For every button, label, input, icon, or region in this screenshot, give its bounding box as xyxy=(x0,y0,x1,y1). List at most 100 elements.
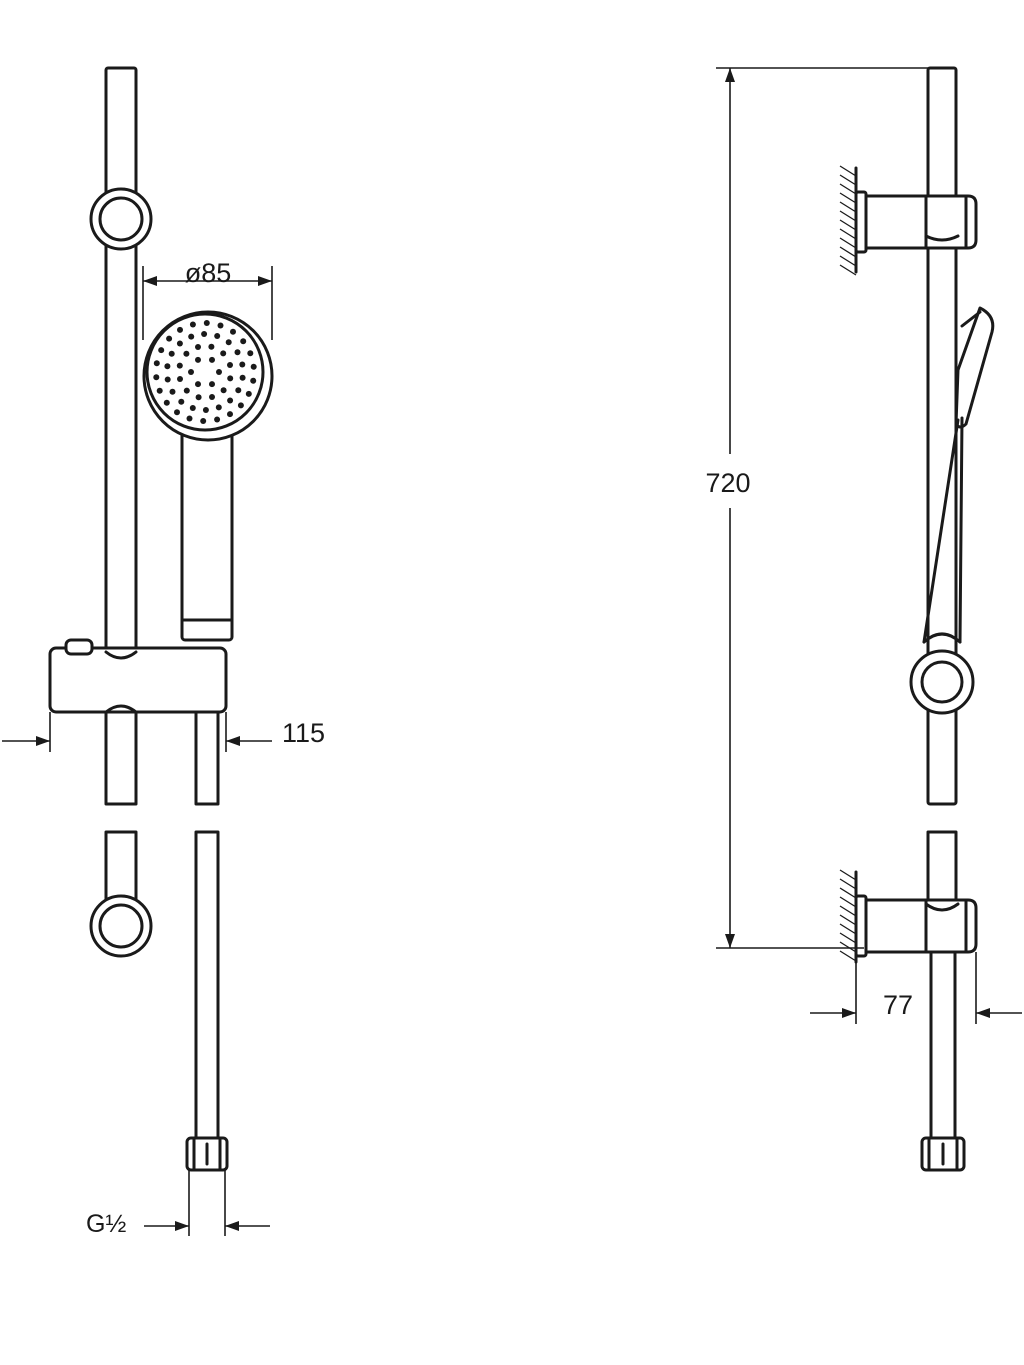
hatch-line xyxy=(839,192,857,204)
spray-nozzle xyxy=(200,418,207,424)
spray-nozzle xyxy=(245,390,252,397)
hatch-line xyxy=(839,201,857,213)
hatch-line xyxy=(839,941,857,953)
hatch-line xyxy=(839,165,857,177)
spray-nozzle xyxy=(237,402,244,409)
spray-nozzle xyxy=(168,350,175,357)
spray-nozzle xyxy=(208,343,215,350)
spray-nozzle xyxy=(239,361,246,368)
spray-nozzle xyxy=(195,356,201,363)
spray-nozzle xyxy=(163,399,170,406)
hatch-line xyxy=(839,896,857,908)
hatch-line xyxy=(839,219,857,231)
spray-nozzle xyxy=(250,377,257,384)
spray-nozzle xyxy=(188,333,195,340)
upper-wall-bracket xyxy=(854,190,978,254)
front-view: ø85 115 G½ xyxy=(2,66,325,1238)
spray-nozzle xyxy=(215,404,222,411)
hatch-line xyxy=(839,923,857,935)
spray-nozzle xyxy=(209,356,215,363)
slider-release-button xyxy=(64,638,94,656)
spray-nozzle xyxy=(203,320,210,326)
spray-nozzle xyxy=(164,376,171,383)
spray-nozzle xyxy=(239,374,246,381)
spray-nozzle xyxy=(220,387,227,394)
spray-nozzle xyxy=(227,397,234,404)
hatch-line xyxy=(839,887,857,899)
front-rail-lower xyxy=(104,710,138,806)
spray-nozzle xyxy=(174,409,180,416)
spray-nozzles xyxy=(153,320,257,424)
front-top-ring xyxy=(89,187,153,251)
spray-nozzle xyxy=(227,375,234,382)
spray-nozzle xyxy=(183,387,190,394)
dimension-thread: G½ xyxy=(86,1170,270,1238)
spray-nozzle xyxy=(188,369,194,375)
spray-nozzle xyxy=(247,350,254,357)
dimension-wall-projection: 77 xyxy=(810,952,1022,1024)
hatch-line xyxy=(839,914,857,926)
dimension-rail-height-label: 720 xyxy=(705,468,750,498)
hatch-line xyxy=(839,228,857,240)
spray-nozzle xyxy=(214,333,221,339)
spray-nozzle xyxy=(227,411,233,418)
spray-nozzle xyxy=(209,394,215,400)
hose-connection-nut xyxy=(185,1136,229,1172)
hatch-line xyxy=(839,878,857,890)
dimension-head-diameter: ø85 xyxy=(142,258,273,340)
hand-shower-side-profile xyxy=(922,306,995,644)
hatch-line xyxy=(839,255,857,267)
dimension-slider-width: 115 xyxy=(2,712,325,752)
spray-nozzle xyxy=(195,381,201,388)
hand-shower-head xyxy=(142,310,274,442)
spray-nozzle xyxy=(240,338,247,345)
hatch-line xyxy=(839,869,857,881)
spray-nozzle xyxy=(169,388,176,395)
dimension-head-diameter-label: ø85 xyxy=(185,258,232,288)
hatch-line xyxy=(839,174,857,186)
side-connection-nut xyxy=(920,1136,966,1172)
hatch-line xyxy=(839,932,857,944)
dimension-slider-width-label: 115 xyxy=(282,718,325,748)
spray-nozzle xyxy=(227,362,233,368)
spray-nozzle xyxy=(158,347,165,354)
lower-wall-bracket xyxy=(854,894,978,958)
spray-nozzle xyxy=(202,407,209,413)
spray-nozzle xyxy=(234,349,241,356)
spray-nozzle xyxy=(220,350,227,357)
spray-nozzle xyxy=(186,415,193,422)
spray-nozzle xyxy=(177,376,183,382)
side-rail-lower xyxy=(926,830,958,906)
spray-nozzle xyxy=(217,322,224,329)
spray-nozzle xyxy=(177,326,183,333)
hose-lower xyxy=(194,830,220,1140)
spray-nozzle xyxy=(209,381,215,388)
spray-nozzle xyxy=(225,339,232,346)
hatch-line xyxy=(839,264,857,276)
spray-nozzle xyxy=(214,416,221,423)
spray-nozzle xyxy=(164,363,171,370)
spray-nozzle xyxy=(176,340,183,347)
spray-nozzle xyxy=(156,387,163,394)
spray-nozzle xyxy=(189,405,196,411)
spray-nozzle xyxy=(176,362,183,369)
side-hose xyxy=(929,946,957,1140)
hatch-line xyxy=(839,183,857,195)
spray-nozzle xyxy=(166,335,173,342)
hand-shower-handle xyxy=(180,426,234,642)
spray-nozzle xyxy=(189,321,196,328)
spray-nozzle xyxy=(183,350,190,357)
spray-nozzle xyxy=(153,374,160,381)
front-rail-bottom xyxy=(89,830,153,958)
front-slider xyxy=(48,638,228,714)
hatch-line xyxy=(839,246,857,258)
spray-nozzle xyxy=(230,328,236,335)
spray-nozzle xyxy=(178,398,185,405)
hatch-line xyxy=(839,210,857,222)
spray-nozzle xyxy=(195,394,202,401)
spray-nozzle xyxy=(250,363,257,370)
side-view: 720 77 xyxy=(705,66,1022,1172)
spray-nozzle xyxy=(201,331,208,337)
hatch-line xyxy=(839,237,857,249)
spray-nozzle xyxy=(195,344,201,350)
